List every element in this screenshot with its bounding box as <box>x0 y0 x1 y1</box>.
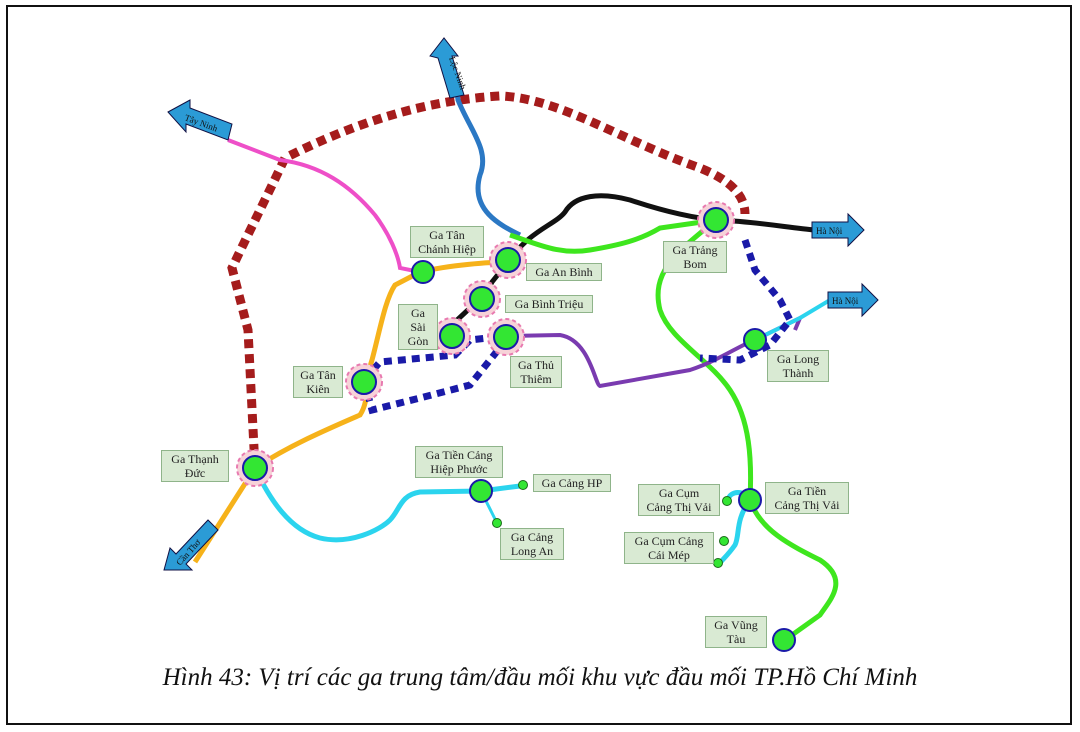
station-tan-kien <box>351 369 377 395</box>
station-tien-cang-hiep-phuoc <box>469 479 493 503</box>
figure-caption: Hình 43: Vị trí các ga trung tâm/đầu mối… <box>162 664 918 691</box>
cyan-line-south <box>252 466 521 543</box>
station-cum-cang-thi-vai <box>722 496 732 506</box>
label-tan-chanh-hiep: Ga Tân Chánh Hiệp <box>410 226 484 258</box>
label-sai-gon: Ga Sài Gòn <box>398 304 438 350</box>
label-thanh-duc: Ga Thạnh Đức <box>161 450 229 482</box>
figure-frame <box>6 5 1072 725</box>
label-thu-thiem: Ga Thủ Thiêm <box>510 356 562 388</box>
label-cang-long-an: Ga Cảng Long An <box>500 528 564 560</box>
arrow-label-ha-noi-1: Hà Nội <box>816 226 843 236</box>
station-tan-chanh-hiep <box>411 260 435 284</box>
station-cai-mep-end <box>713 558 723 568</box>
loc-ninh-line <box>452 74 522 238</box>
label-tien-cang-thi-vai: Ga Tiền Cảng Thị Vải <box>765 482 849 514</box>
arrow-ha-noi-2: Hà Nội <box>827 282 879 318</box>
station-long-thanh <box>743 328 767 352</box>
station-markers <box>236 201 796 652</box>
label-tien-cang-hiep-phuoc: Ga Tiền Cảng Hiệp Phước <box>415 446 503 478</box>
label-cum-cang-thi-vai: Ga Cụm Cảng Thị Vải <box>638 484 720 516</box>
ring-line-dotted <box>227 91 750 469</box>
arrow-loc-ninh: Lộc Ninh <box>429 37 468 99</box>
arrow-can-tho: Cần Thơ <box>163 519 219 571</box>
label-cang-hp: Ga Cảng HP <box>533 474 611 492</box>
label-binh-trieu: Ga Bình Triệu <box>505 295 593 313</box>
arrow-ha-noi-1: Hà Nội <box>811 212 865 248</box>
label-an-binh: Ga An Bình <box>526 263 602 281</box>
station-tien-cang-thi-vai <box>738 488 762 512</box>
station-thu-thiem <box>493 324 519 350</box>
bien-hoa-vung-tau-line <box>509 216 839 643</box>
station-cang-long-an <box>492 518 502 528</box>
link-dotted-trangbom-longthanh <box>699 238 795 364</box>
label-long-thanh: Ga Long Thành <box>767 350 829 382</box>
label-trang-bom: Ga Trảng Bom <box>663 241 727 273</box>
station-sai-gon <box>439 323 465 349</box>
station-cang-hp <box>518 480 528 490</box>
station-vung-tau <box>772 628 796 652</box>
station-trang-bom <box>703 207 729 233</box>
station-binh-trieu <box>469 286 495 312</box>
north-south-line <box>453 193 816 324</box>
tay-ninh-line <box>227 138 421 274</box>
arrow-label-ha-noi-2: Hà Nội <box>832 296 859 306</box>
station-cum-cang-cai-mep <box>719 536 729 546</box>
label-cum-cang-cai-mep: Ga Cụm Cảng Cái Mép <box>624 532 714 564</box>
southwest-line <box>192 259 509 564</box>
label-tan-kien: Ga Tân Kiên <box>293 366 343 398</box>
label-vung-tau: Ga Vũng Tàu <box>705 616 767 648</box>
station-thanh-duc <box>242 455 268 481</box>
station-an-binh <box>495 247 521 273</box>
arrow-tay-ninh: Tây Ninh <box>167 99 233 141</box>
